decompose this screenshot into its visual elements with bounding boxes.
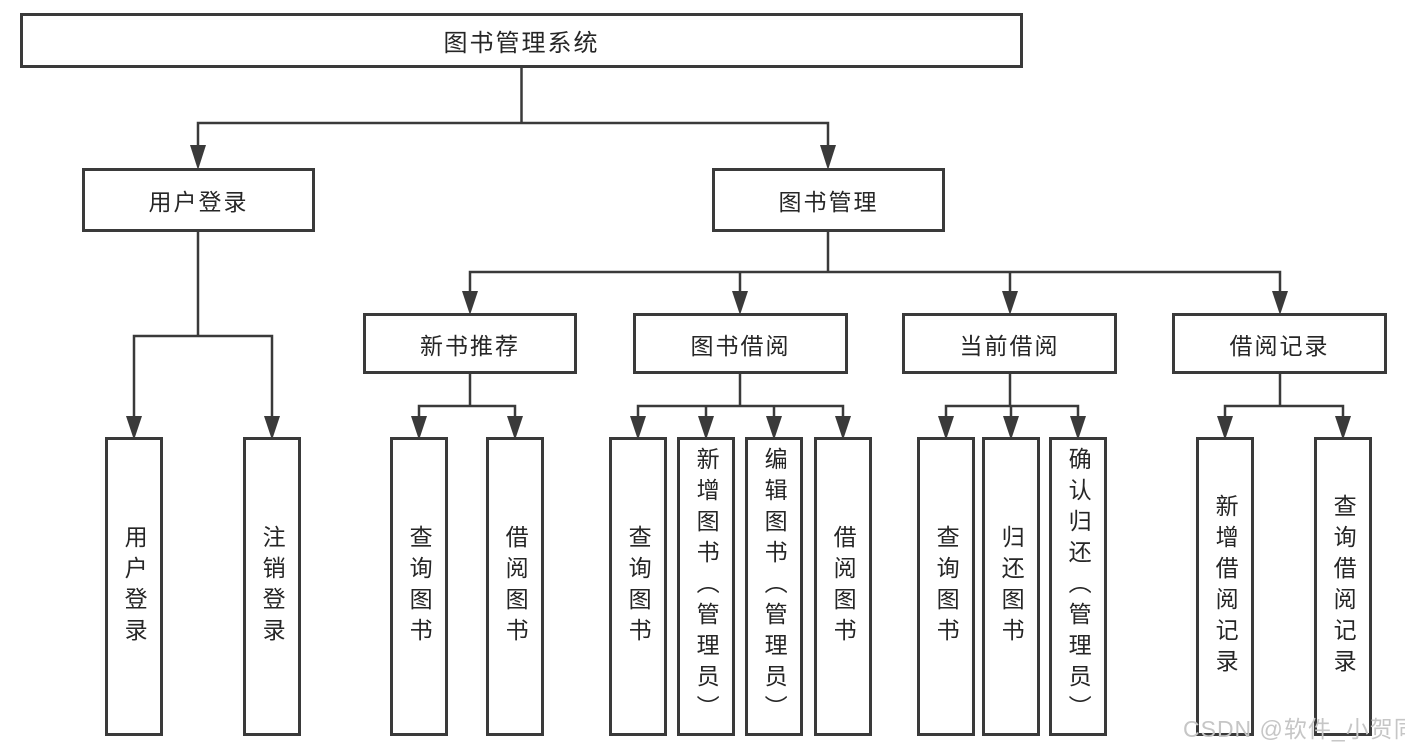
leaf-records-query-record: 查询借阅记录: [1314, 437, 1372, 736]
arrowheads-level3: [462, 291, 1288, 315]
leaf-borrow-query-books-label: 查询图书: [625, 524, 652, 649]
connector-newbook-branch: [417, 372, 517, 423]
leaf-logout: 注销登录: [243, 437, 301, 736]
node-current-borrow-label: 当前借阅: [959, 332, 1060, 359]
leaf-borrow-borrow-books: 借阅图书: [814, 437, 872, 736]
leaf-user-login-label: 用户登录: [121, 524, 148, 649]
arrowheads-records: [1217, 416, 1351, 440]
leaf-borrow-edit-books-admin: 编辑图书（管理员）: [745, 437, 803, 736]
node-borrow-records-label: 借阅记录: [1229, 332, 1330, 359]
leaf-current-return-books-label: 归还图书: [998, 524, 1025, 649]
arrowheads-newbook: [411, 416, 523, 440]
arrowheads-current: [938, 416, 1086, 440]
arrowheads-level2: [190, 145, 836, 170]
leaf-user-login: 用户登录: [105, 437, 163, 736]
node-root-label: 图书管理系统: [443, 30, 600, 57]
node-borrow-records: 借阅记录: [1172, 313, 1387, 374]
leaf-newbook-query-books: 查询图书: [390, 437, 448, 736]
node-book-management-label: 图书管理: [778, 189, 879, 215]
leaf-records-add-record: 新增借阅记录: [1196, 437, 1254, 736]
arrowheads-userlogin: [126, 416, 280, 440]
leaf-borrow-add-books-admin: 新增图书（管理员）: [677, 437, 735, 736]
leaf-current-confirm-return-admin: 确认归还（管理员）: [1049, 437, 1107, 736]
node-book-management: 图书管理: [712, 168, 945, 232]
leaf-current-return-books: 归还图书: [982, 437, 1040, 736]
leaf-current-confirm-return-admin-label: 确认归还（管理员）: [1065, 447, 1092, 726]
leaf-borrow-query-books: 查询图书: [609, 437, 667, 736]
leaf-newbook-borrow-books-label: 借阅图书: [502, 524, 529, 649]
leaf-logout-label: 注销登录: [259, 524, 286, 649]
arrowheads-borrow: [630, 416, 851, 440]
connector-borrow-branch: [636, 372, 845, 423]
leaf-newbook-query-books-label: 查询图书: [406, 524, 433, 649]
leaf-borrow-add-books-admin-label: 新增图书（管理员）: [693, 447, 720, 726]
leaf-current-query-books-label: 查询图书: [933, 524, 960, 649]
node-root: 图书管理系统: [20, 13, 1023, 68]
connector-bookmgmt-to-level3: [468, 230, 1282, 298]
leaf-newbook-borrow-books: 借阅图书: [486, 437, 544, 736]
node-user-login: 用户登录: [82, 168, 315, 232]
leaf-borrow-borrow-books-label: 借阅图书: [830, 524, 857, 649]
node-current-borrow: 当前借阅: [902, 313, 1117, 374]
node-new-book-recommend: 新书推荐: [363, 313, 577, 374]
connector-records-branch: [1223, 372, 1345, 423]
connector-current-branch: [944, 372, 1080, 423]
leaf-records-add-record-label: 新增借阅记录: [1212, 493, 1239, 680]
node-user-login-label: 用户登录: [148, 189, 249, 215]
leaf-current-query-books: 查询图书: [917, 437, 975, 736]
connector-root-to-level2: [196, 64, 830, 152]
node-book-borrow-label: 图书借阅: [690, 332, 791, 359]
node-new-book-recommend-label: 新书推荐: [420, 332, 520, 359]
node-book-borrow: 图书借阅: [633, 313, 848, 374]
csdn-watermark: CSDN @软件_小贺同学: [1183, 716, 1405, 742]
leaf-records-query-record-label: 查询借阅记录: [1330, 493, 1357, 680]
connector-userlogin-branch: [132, 230, 274, 423]
leaf-borrow-edit-books-admin-label: 编辑图书（管理员）: [761, 447, 788, 726]
